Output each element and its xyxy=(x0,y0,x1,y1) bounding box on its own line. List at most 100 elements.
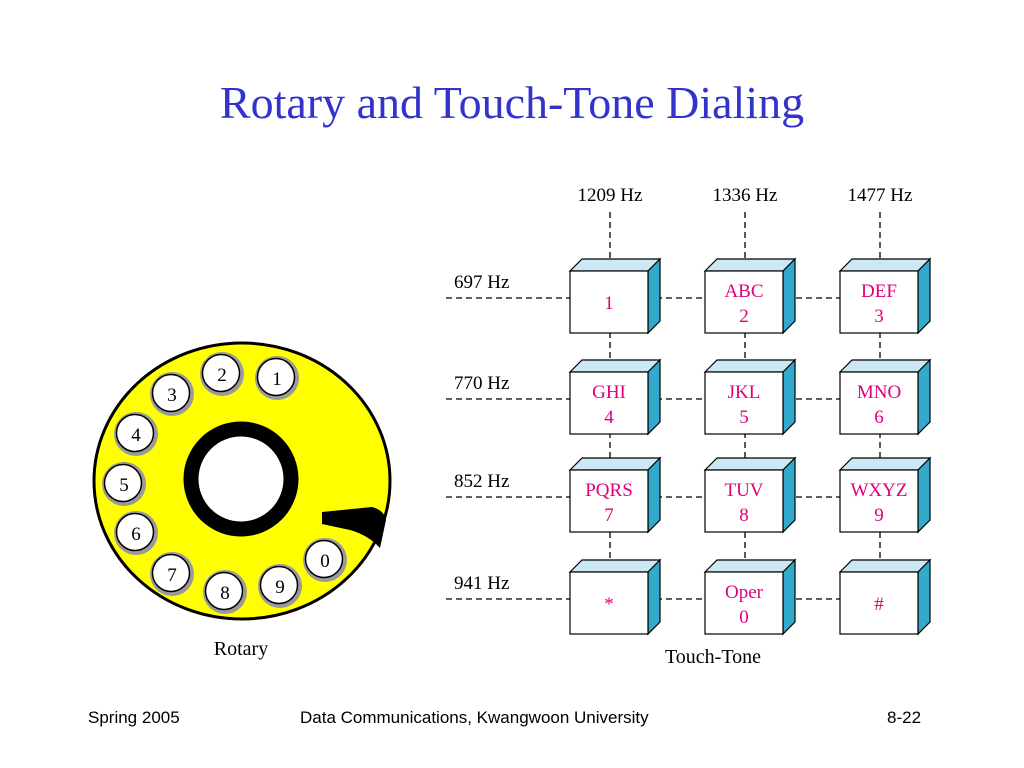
keypad-key: GHI 4 xyxy=(568,358,662,436)
key-top-face xyxy=(838,457,932,471)
finger-hole-face xyxy=(304,539,344,579)
finger-hole: 6 xyxy=(114,511,158,555)
key-front-face xyxy=(839,371,919,435)
footer-left: Spring 2005 xyxy=(88,708,180,727)
key-digit: 7 xyxy=(604,505,614,526)
rotary-label: Rotary xyxy=(214,638,268,660)
key-side-face xyxy=(782,358,796,436)
key-top-face xyxy=(838,258,932,272)
keypad-key: # xyxy=(838,558,932,636)
key-side-face xyxy=(647,358,661,436)
key-side-face xyxy=(647,257,661,335)
key-letters: Oper xyxy=(725,582,764,603)
finger-hole: 5 xyxy=(102,462,146,506)
key-digit: 8 xyxy=(739,505,749,526)
keypad-key: DEF 3 xyxy=(838,257,932,335)
finger-hole-digit: 7 xyxy=(167,565,177,586)
key-front-face xyxy=(569,270,649,334)
footer-center: Data Communications, Kwangwoon Universit… xyxy=(300,708,649,727)
key-front-face xyxy=(569,371,649,435)
key-letters: DEF xyxy=(861,281,897,302)
key-top-face xyxy=(703,559,797,573)
key-top-face xyxy=(568,359,662,373)
dial-center-ring xyxy=(183,421,299,537)
key-top-face xyxy=(703,359,797,373)
keypad-key: ABC 2 xyxy=(703,257,797,335)
key-digit: 1 xyxy=(604,293,614,314)
finger-hole: 3 xyxy=(150,372,194,416)
finger-hole: 2 xyxy=(200,352,244,396)
key-digit: 4 xyxy=(604,407,614,428)
key-top-face xyxy=(703,258,797,272)
finger-hole: 4 xyxy=(114,412,158,456)
finger-hole-face xyxy=(151,373,191,413)
finger-hole-face xyxy=(115,512,155,552)
keypad-key: Oper 0 xyxy=(703,558,797,636)
key-letters: PQRS xyxy=(585,480,633,501)
key-top-face xyxy=(703,457,797,471)
key-letters: GHI xyxy=(592,382,626,403)
keypad-key: * xyxy=(568,558,662,636)
key-digit: 3 xyxy=(874,306,884,327)
finger-hole-face xyxy=(201,353,241,393)
key-side-face xyxy=(917,558,931,636)
key-front-face xyxy=(704,371,784,435)
row-freq-label: 770 Hz xyxy=(454,373,509,394)
key-letters: JKL xyxy=(728,382,761,403)
key-letters: TUV xyxy=(724,480,763,501)
finger-hole-digit: 1 xyxy=(272,369,282,390)
finger-hole-digit: 8 xyxy=(220,583,230,604)
keypad-key: 1 xyxy=(568,257,662,335)
finger-hole: 8 xyxy=(203,570,247,614)
key-front-face xyxy=(839,469,919,533)
key-digit: # xyxy=(874,594,884,615)
key-digit: 6 xyxy=(874,407,884,428)
key-front-face xyxy=(839,571,919,635)
finger-hole: 1 xyxy=(255,356,299,400)
finger-hole-digit: 3 xyxy=(167,385,177,406)
key-front-face xyxy=(704,571,784,635)
key-letters: WXYZ xyxy=(851,480,908,501)
column-freq-label: 1209 Hz xyxy=(578,185,643,206)
row-freq-label: 697 Hz xyxy=(454,272,509,293)
key-top-face xyxy=(568,457,662,471)
key-side-face xyxy=(917,456,931,534)
key-front-face xyxy=(704,270,784,334)
key-digit: 5 xyxy=(739,407,749,428)
keypad-key: MNO 6 xyxy=(838,358,932,436)
row-freq-label: 941 Hz xyxy=(454,573,509,594)
finger-hole: 9 xyxy=(258,564,302,608)
key-top-face xyxy=(838,359,932,373)
key-top-face xyxy=(568,258,662,272)
key-digit: 2 xyxy=(739,306,749,327)
key-front-face xyxy=(569,571,649,635)
finger-hole-face xyxy=(256,357,296,397)
key-top-face xyxy=(568,559,662,573)
finger-hole-digit: 6 xyxy=(131,524,141,545)
key-side-face xyxy=(647,558,661,636)
footer-right: 8-22 xyxy=(887,708,922,727)
finger-hole-face xyxy=(115,413,155,453)
row-frequency-labels: 697 Hz 770 Hz 852 Hz 941 Hz xyxy=(454,272,509,594)
key-side-face xyxy=(782,257,796,335)
key-digit: 0 xyxy=(739,607,749,628)
finger-hole-digit: 9 xyxy=(275,577,285,598)
row-freq-label: 852 Hz xyxy=(454,471,509,492)
finger-stop xyxy=(322,507,386,548)
finger-hole-digit: 5 xyxy=(119,475,129,496)
key-front-face xyxy=(839,270,919,334)
key-letters: MNO xyxy=(857,382,901,403)
key-top-face xyxy=(838,559,932,573)
key-side-face xyxy=(917,358,931,436)
finger-hole-face xyxy=(259,565,299,605)
finger-hole-face xyxy=(103,463,143,503)
keypad-key: PQRS 7 xyxy=(568,456,662,534)
key-letters: ABC xyxy=(724,281,763,302)
